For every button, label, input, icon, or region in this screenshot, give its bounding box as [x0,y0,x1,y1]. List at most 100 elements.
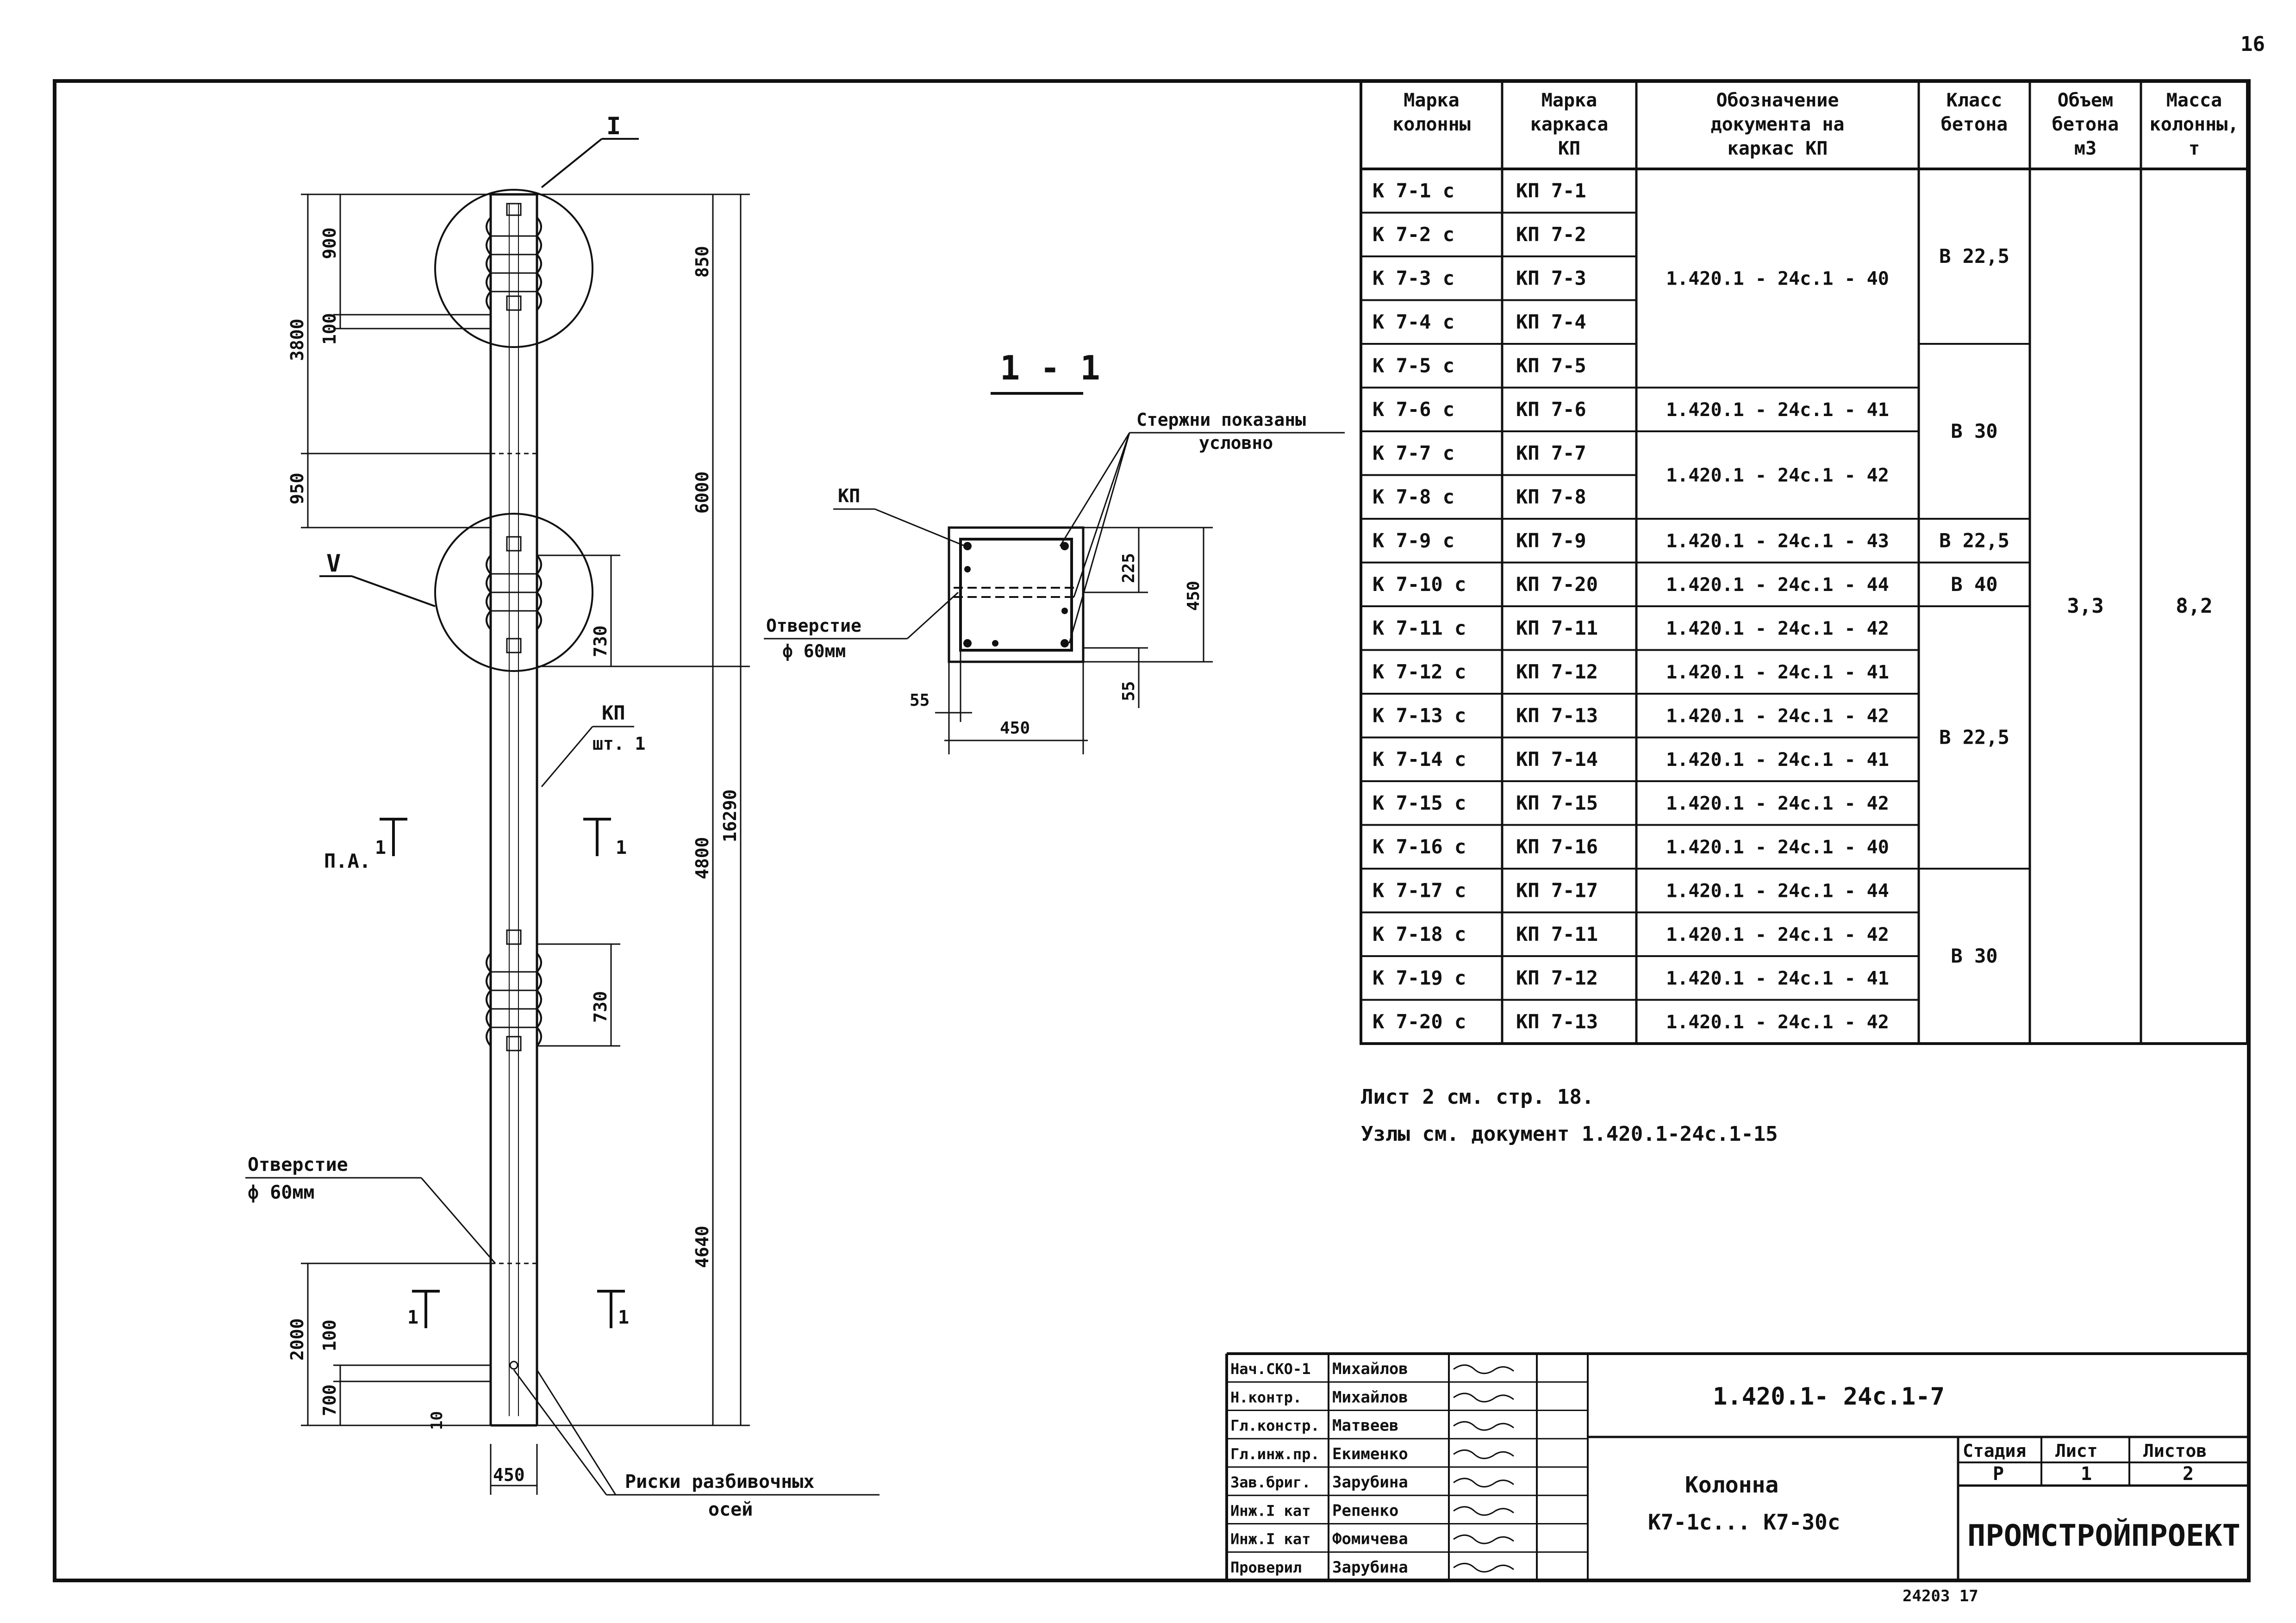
tb-stage-value: Р [1993,1463,2004,1485]
table-cell-column-mark: К 7-9 с [1373,529,1454,552]
table-cell-kp-mark: КП 7-3 [1516,267,1586,289]
table-cell-document: 1.420.1 - 24с.1 - 42 [1666,1012,1889,1033]
table-cell-column-mark: К 7-17 с [1373,879,1466,902]
dim-4640: 4640 [692,1225,712,1268]
table-cell-column-mark: К 7-15 с [1373,791,1466,814]
dimension-lines [307,194,742,1495]
dim-850: 850 [692,246,712,278]
table-cell-column-mark: К 7-7 с [1373,442,1454,464]
table-cell-column-mark: К 7-1 с [1373,179,1454,202]
tb-name: Репенко [1332,1501,1398,1520]
tb-role: Проверил [1230,1559,1302,1576]
tb-stage-header: Стадия [1963,1441,2026,1461]
table-cell-concrete-class: В 30 [1951,420,1997,442]
table-cell-kp-mark: КП 7-15 [1516,791,1598,814]
table-cell-column-mark: К 7-4 с [1373,311,1454,333]
table-cell-kp-mark: КП 7-14 [1516,748,1598,771]
columns-table: МаркаколонныМаркакаркасаКПОбозначениедок… [1360,80,2249,1045]
dim-4800: 4800 [692,837,712,879]
table-cell-kp-mark: КП 7-1 [1516,179,1586,202]
table-cell-column-mark: К 7-12 с [1373,660,1466,683]
dim-2000: 2000 [287,1318,307,1361]
tb-role: Нач.СКО-1 [1230,1360,1310,1378]
table-cell-column-mark: К 7-6 с [1373,398,1454,421]
hole-diameter: ф 60мм [248,1182,315,1203]
table-cell-kp-mark: КП 7-20 [1516,573,1598,596]
table-header: Класс [1947,90,2002,111]
tb-title-line1: Колонна [1685,1472,1778,1498]
tb-role: Инж.I кат [1230,1530,1310,1548]
table-cell-column-mark: К 7-3 с [1373,267,1454,289]
section-hole-label: Отверстие [766,616,861,636]
section-hole-diameter: ф 60мм [782,641,846,661]
table-cell-document: 1.420.1 - 24с.1 - 42 [1666,705,1889,727]
dim-100-bottom: 100 [319,1319,340,1351]
table-cell-kp-mark: КП 7-5 [1516,354,1586,377]
table-cell-document: 1.420.1 - 24с.1 - 41 [1666,399,1889,421]
tb-role: Гл.констр. [1230,1417,1320,1435]
sec-dim-450-horizontal: 450 [1000,719,1030,738]
table-cell-document: 1.420.1 - 24с.1 - 40 [1666,837,1889,858]
table-cell-column-mark: К 7-14 с [1373,748,1466,771]
signature [1453,1421,1514,1431]
dim-6000: 6000 [692,471,712,514]
table-header: колонны [1392,114,1471,135]
table-cell-kp-mark: КП 7-9 [1516,529,1586,552]
table-header: бетона [1941,114,2008,135]
risk-label-1: Риски разбивочных [625,1471,814,1492]
signature [1453,1393,1514,1403]
tb-name: Фомичева [1332,1530,1408,1548]
table-header: Обозначение [1716,90,1839,111]
signature [1453,1534,1514,1544]
section-mark-1d: 1 [618,1307,629,1328]
table-header: Марка [1541,90,1597,111]
table-cell-column-mark: К 7-11 с [1373,616,1466,639]
tb-name: Зарубина [1332,1473,1408,1492]
table-cell-kp-mark: КП 7-12 [1516,660,1598,683]
table-cell-column-mark: К 7-2 с [1373,223,1454,246]
table-header: колонны, [2150,114,2239,135]
node-top-marker: I [606,112,621,140]
note-nodes: Узлы см. документ 1.420.1-24с.1-15 [1361,1122,1778,1146]
table-cell-kp-mark: КП 7-11 [1516,616,1598,639]
table-cell-document: 1.420.1 - 24с.1 - 41 [1666,749,1889,771]
hole-label: Отверстие [248,1154,348,1175]
table-cell-document: 1.420.1 - 24с.1 - 42 [1666,465,1889,486]
table-cell-mass: 8,2 [2176,594,2212,618]
signature [1453,1562,1514,1573]
node-mid-marker: V [326,550,341,578]
tb-sheet-value: 1 [2081,1463,2092,1485]
section-mark-1c: 1 [407,1307,418,1328]
table-cell-column-mark: К 7-5 с [1373,354,1454,377]
section-mark-1a: 1 [375,837,386,858]
tb-role: Зав.бриг. [1230,1474,1310,1491]
hole-leader [245,1177,496,1264]
table-cell-column-mark: К 7-10 с [1373,573,1466,596]
dim-730-top: 730 [590,625,611,657]
table-header: документа на [1711,114,1845,135]
rods-note-2: условно [1199,433,1273,453]
table-cell-concrete-class: В 22,5 [1939,529,2009,552]
tb-name: Михайлов [1332,1360,1408,1378]
kp-label: КП [602,702,625,724]
table-cell-kp-mark: КП 7-13 [1516,1010,1598,1033]
table-cell-document: 1.420.1 - 24с.1 - 42 [1666,924,1889,945]
sec-dim-225: 225 [1119,553,1138,583]
dim-950: 950 [287,473,307,504]
sec-dim-450-vertical: 450 [1184,581,1203,611]
table-header: каркаса [1530,114,1609,135]
column-elevation [434,189,593,1427]
table-cell-kp-mark: КП 7-4 [1516,311,1586,333]
section-mark-1b: 1 [616,837,627,858]
dim-900: 900 [319,227,340,259]
dim-10: 10 [428,1411,446,1430]
tb-sheets-value: 2 [2183,1463,2194,1485]
table-cell-column-mark: К 7-18 с [1373,923,1466,945]
tb-name: Михайлов [1332,1388,1408,1406]
table-cell-document: 1.420.1 - 24с.1 - 40 [1666,268,1889,289]
tb-sheets-header: Листов [2143,1441,2207,1461]
extension-lines [301,193,750,1426]
table-header: каркас КП [1728,138,1828,159]
table-header: Масса [2166,90,2222,111]
